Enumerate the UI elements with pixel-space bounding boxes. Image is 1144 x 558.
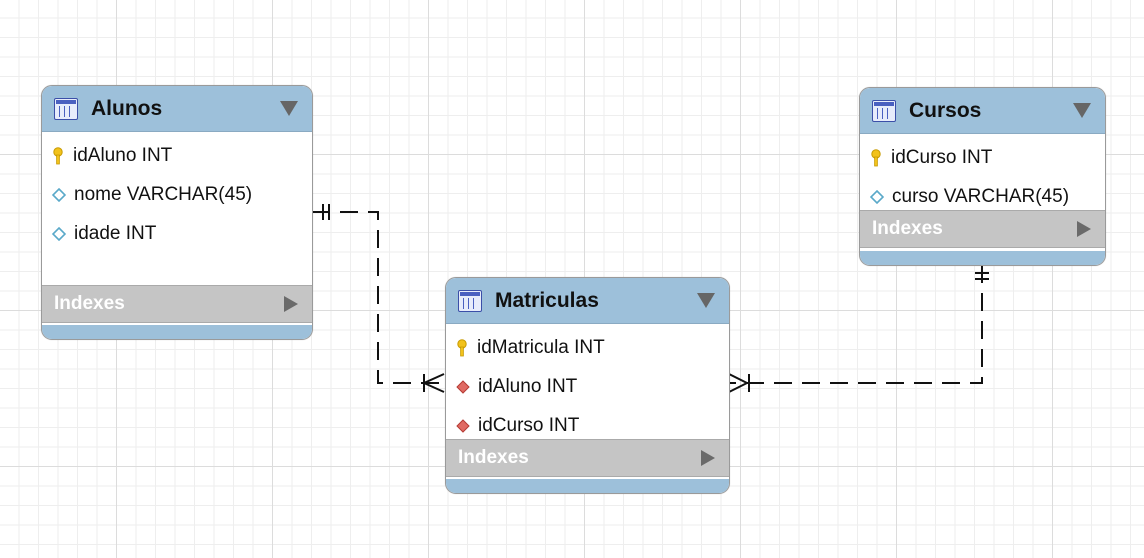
column-row[interactable]: nome VARCHAR(45) — [42, 175, 312, 214]
table-icon — [458, 289, 482, 312]
column-row[interactable]: curso VARCHAR(45) — [860, 177, 1105, 216]
column-label: idAluno INT — [478, 375, 578, 397]
indexes-label: Indexes — [872, 218, 943, 239]
column-list: idMatricula INT idAluno INT idCurso INT — [446, 324, 729, 445]
relationship-alunos-matriculas — [312, 211, 444, 384]
diamond-red-icon — [456, 379, 470, 394]
column-row[interactable]: idMatricula INT — [446, 328, 729, 367]
relationship-cursos-matriculas — [729, 265, 983, 384]
column-row[interactable]: idAluno INT — [446, 367, 729, 406]
key-icon — [457, 338, 467, 356]
diamond-outline-icon — [52, 226, 66, 241]
column-row[interactable]: idade INT — [42, 214, 312, 253]
column-list: idCurso INT curso VARCHAR(45) — [860, 134, 1105, 216]
column-label: idMatricula INT — [477, 336, 605, 358]
triangle-right-icon[interactable] — [1077, 221, 1091, 237]
indexes-section[interactable]: Indexes — [860, 210, 1105, 248]
entity-alunos[interactable]: Alunos idAluno INT nome VARCHAR(45) idad… — [41, 85, 313, 340]
table-icon — [54, 97, 78, 120]
entity-footer — [860, 251, 1105, 265]
entity-title: Matriculas — [495, 288, 599, 312]
column-row[interactable]: idCurso INT — [860, 138, 1105, 177]
indexes-label: Indexes — [458, 447, 529, 468]
entity-footer — [42, 325, 312, 339]
indexes-section[interactable]: Indexes — [446, 439, 729, 477]
column-label: idade INT — [74, 222, 157, 244]
entity-header[interactable]: Alunos — [42, 86, 312, 132]
diamond-outline-icon — [52, 187, 66, 202]
diamond-outline-icon — [870, 189, 884, 204]
column-list: idAluno INT nome VARCHAR(45) idade INT — [42, 132, 312, 253]
entity-title: Alunos — [91, 96, 163, 120]
triangle-down-icon[interactable] — [697, 293, 715, 308]
entity-matriculas[interactable]: Matriculas idMatricula INT idAluno INT i… — [445, 277, 730, 494]
entity-header[interactable]: Cursos — [860, 88, 1105, 134]
indexes-section[interactable]: Indexes — [42, 285, 312, 323]
triangle-down-icon[interactable] — [1073, 103, 1091, 118]
entity-cursos[interactable]: Cursos idCurso INT curso VARCHAR(45) Ind… — [859, 87, 1106, 266]
indexes-label: Indexes — [54, 293, 125, 314]
triangle-right-icon[interactable] — [701, 450, 715, 466]
entity-title: Cursos — [909, 98, 982, 122]
table-icon — [872, 99, 896, 122]
triangle-down-icon[interactable] — [280, 101, 298, 116]
diamond-red-icon — [456, 418, 470, 433]
key-icon — [871, 148, 881, 166]
column-label: nome VARCHAR(45) — [74, 183, 253, 205]
key-icon — [53, 146, 63, 164]
column-label: idCurso INT — [478, 414, 580, 436]
entity-header[interactable]: Matriculas — [446, 278, 729, 324]
column-label: idCurso INT — [891, 146, 993, 168]
entity-footer — [446, 479, 729, 493]
column-label: idAluno INT — [73, 144, 173, 166]
column-row[interactable]: idCurso INT — [446, 406, 729, 445]
column-label: curso VARCHAR(45) — [892, 185, 1070, 207]
column-row[interactable]: idAluno INT — [42, 136, 312, 175]
triangle-right-icon[interactable] — [284, 296, 298, 312]
